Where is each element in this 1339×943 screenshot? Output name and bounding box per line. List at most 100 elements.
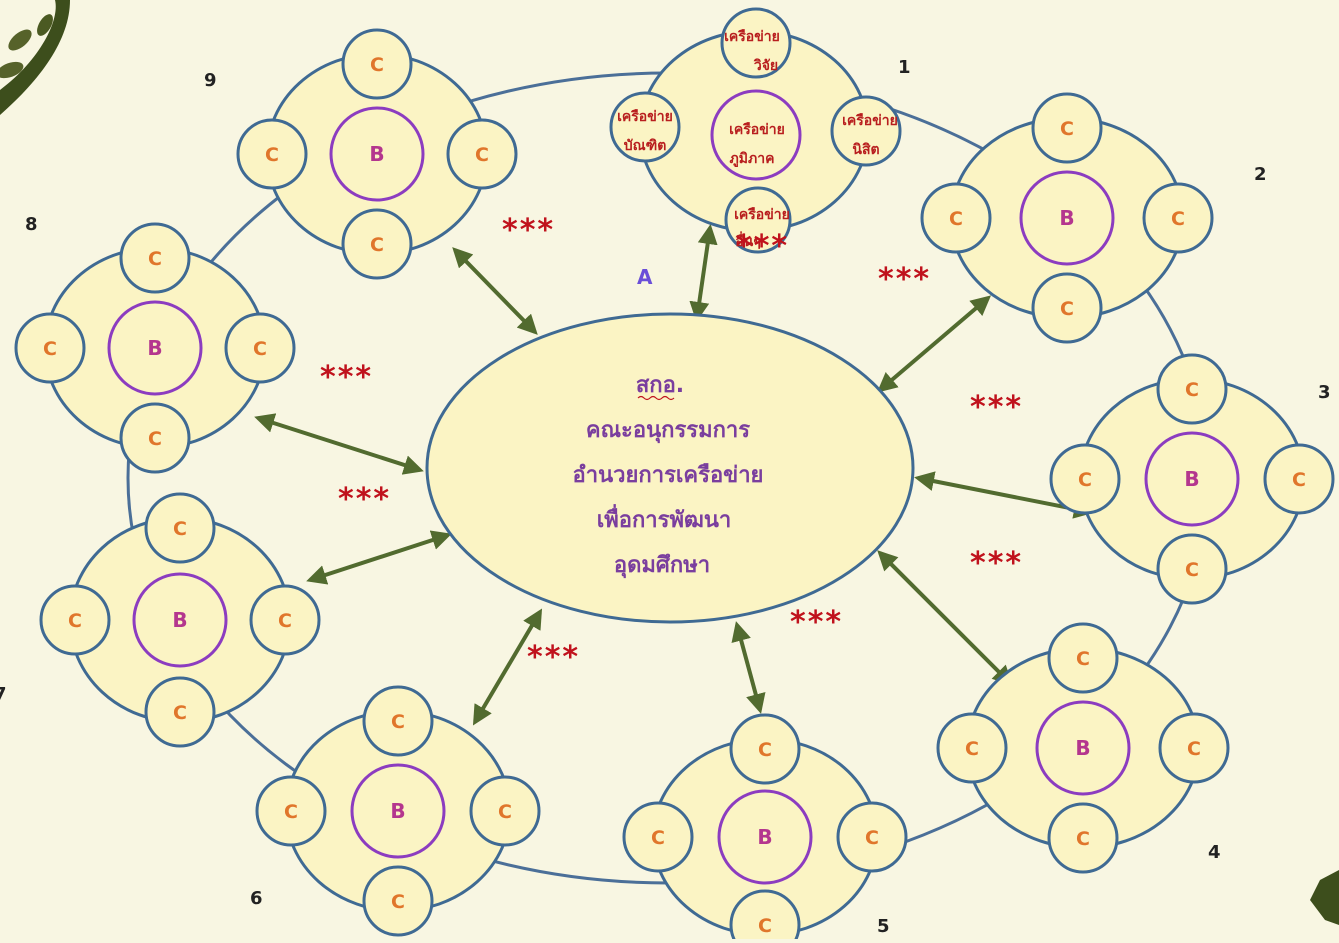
c-node (1158, 712, 1230, 784)
c-label: C (758, 915, 772, 937)
b-node (1035, 700, 1131, 796)
node-regional-line-1: เครือข่าย (729, 122, 785, 138)
b-label: B (1184, 467, 1199, 491)
node-student-network: เครือข่าย นิสิต (830, 95, 902, 167)
c-node (119, 222, 191, 294)
c-node (1156, 533, 1228, 605)
cluster-number-6: 6 (250, 888, 263, 909)
c-label: C (391, 711, 405, 733)
star-marker: *** (790, 605, 843, 640)
bidirectional-arrow (876, 295, 992, 393)
node-other-line-2: อื่นๆ (735, 231, 761, 250)
c-node (249, 584, 321, 656)
center-line-2: คณะอนุกรรมการ (586, 418, 750, 444)
c-node (622, 801, 694, 873)
c-label: C (173, 518, 187, 540)
c-node (1263, 443, 1335, 515)
star-marker: *** (970, 390, 1023, 425)
c-node (469, 775, 541, 847)
c-node (362, 865, 434, 937)
c-node (1047, 622, 1119, 694)
c-node (39, 584, 111, 656)
cluster-number-1: 1 (898, 57, 911, 78)
b-label: B (1059, 206, 1074, 230)
node-graduate-network: เครือข่าย บัณฑิต (609, 91, 681, 163)
b-label: B (147, 336, 162, 360)
c-label: C (173, 702, 187, 724)
b-label: B (757, 825, 772, 849)
c-label: C (1078, 469, 1092, 491)
b-node (107, 300, 203, 396)
c-label: C (1185, 559, 1199, 581)
c-label: C (68, 610, 82, 632)
c-label: C (43, 338, 57, 360)
c-node (1031, 92, 1103, 164)
c-label: C (1060, 118, 1074, 140)
c-node (729, 889, 801, 943)
c-label: C (1060, 298, 1074, 320)
c-node (255, 775, 327, 847)
c-label: C (758, 739, 772, 761)
c-node (341, 208, 413, 280)
center-node: สกอ. คณะอนุกรรมการ อำนวยการเครือข่าย เพื… (425, 312, 915, 624)
c-node (1047, 802, 1119, 874)
c-label: C (1187, 738, 1201, 760)
c-node (446, 118, 518, 190)
c-node (119, 402, 191, 474)
node-graduate-line-1: เครือข่าย (617, 109, 673, 125)
c-node (1031, 272, 1103, 344)
c-label: C (1171, 208, 1185, 230)
c-label: C (284, 801, 298, 823)
c-node (144, 492, 216, 564)
stars-layer: *************************** (320, 213, 1023, 675)
node-research-line-2: วิจัย (753, 58, 778, 74)
c-label: C (148, 248, 162, 270)
c-node (936, 712, 1008, 784)
bidirectional-arrow (877, 550, 1013, 686)
star-marker: *** (320, 360, 373, 395)
b-label: B (369, 142, 384, 166)
c-label: C (865, 827, 879, 849)
star-marker: *** (527, 640, 580, 675)
bidirectional-arrow (452, 247, 538, 335)
c-node (920, 182, 992, 254)
b-label: B (390, 799, 405, 823)
node-research-line-1: เครือข่าย (724, 29, 780, 45)
b-node (329, 106, 425, 202)
c-node (729, 713, 801, 785)
c-node (236, 118, 308, 190)
node-research-network: เครือข่าย วิจัย (720, 7, 792, 79)
b-label: B (1075, 736, 1090, 760)
node-student-line-1: เครือข่าย (842, 113, 898, 129)
center-line-1: สกอ. (636, 373, 684, 398)
node-other-network: เครือข่าย อื่นๆ (724, 186, 792, 254)
leaf-decoration-icon (0, 0, 70, 115)
node-graduate-line-2: บัณฑิต (624, 138, 667, 154)
cluster-number-2: 2 (1254, 164, 1267, 185)
center-line-3: อำนวยการเครือข่าย (573, 463, 764, 488)
node-other-line-1: เครือข่าย (734, 207, 790, 223)
c-label: C (965, 738, 979, 760)
b-node (350, 763, 446, 859)
c-label: C (1292, 469, 1306, 491)
b-node (1144, 431, 1240, 527)
cluster-number-5: 5 (877, 916, 890, 937)
c-label: C (1185, 379, 1199, 401)
cluster-number-4: 4 (1208, 842, 1221, 863)
c-label: C (253, 338, 267, 360)
c-label: C (278, 610, 292, 632)
star-marker: *** (502, 213, 555, 248)
c-label: C (265, 144, 279, 166)
b-node (132, 572, 228, 668)
c-node (836, 801, 908, 873)
c-label: C (1076, 828, 1090, 850)
c-node (1142, 182, 1214, 254)
